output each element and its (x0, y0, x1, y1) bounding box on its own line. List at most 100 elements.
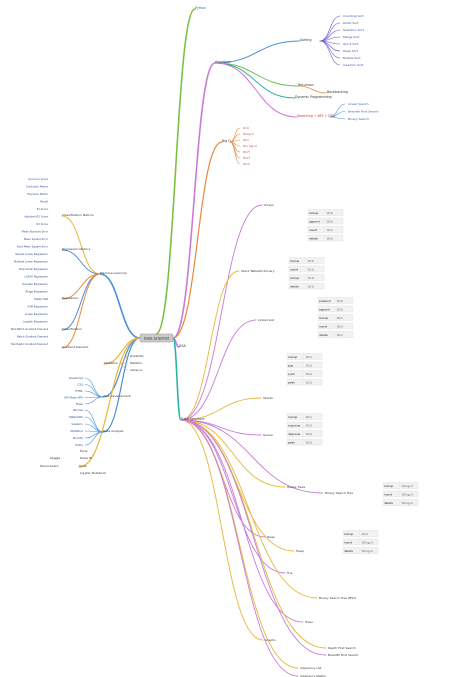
ml-node-5[interactable]: Gradient Descent (62, 345, 89, 349)
ds-node-7[interactable]: Heap (296, 549, 304, 553)
ds-node-5[interactable]: Heaps Trees (287, 485, 306, 489)
ml-node-2[interactable]: Machine Learning (100, 271, 127, 275)
node-6[interactable]: Searching + BFS + DFS (297, 114, 335, 118)
da-item[interactable]: Matplotlib (69, 415, 83, 419)
sort-item[interactable]: Quick Sort (343, 42, 359, 46)
ds-node-13[interactable]: Depth First Search (328, 646, 356, 650)
sort-item[interactable]: Insertion Sort (343, 63, 364, 67)
ds-node-12[interactable]: Trees (304, 620, 313, 624)
bigo-item[interactable]: O(1) (243, 126, 249, 130)
ml-node-6[interactable]: Statistics (104, 361, 118, 365)
ml-leaf[interactable]: Precision Metric (28, 192, 49, 196)
web-item[interactable]: CSS (77, 383, 83, 387)
ml-leaf[interactable]: SVM Regression (27, 305, 48, 309)
node-1[interactable]: Algorithm (215, 60, 231, 64)
ml-node-4[interactable]: Classification (62, 327, 82, 331)
ml-leaf[interactable]: Polynomial Regression (19, 267, 48, 271)
ds-node-11[interactable]: Binary Search Tree (BST) (319, 596, 356, 600)
ds-node-3[interactable]: Stacks (263, 396, 273, 400)
op-cost-cell (335, 331, 354, 338)
ml-node-1[interactable]: Regression Metrics (62, 247, 91, 251)
ml-leaf[interactable]: Linear Regression (25, 312, 48, 316)
web-item[interactable]: JavaScript (68, 376, 84, 380)
sort-item[interactable]: Selection Sort (343, 28, 365, 32)
sort-item[interactable]: Radix Sort (343, 21, 359, 25)
node-4[interactable]: Dynamic Programming (295, 95, 332, 99)
ml-node-10[interactable]: Jupyter Notebook (79, 471, 106, 475)
center-node[interactable]: Data Scientist (139, 333, 174, 343)
ml-leaf[interactable]: Adjusted R2 Score (24, 215, 48, 219)
search-item[interactable]: Breadth First Search (348, 110, 379, 114)
ds-node-14[interactable]: Breadth First Search (328, 653, 359, 657)
web-item[interactable]: Flask (76, 402, 84, 406)
bigo-item[interactable]: O(n log n) (243, 144, 257, 148)
ds-node-9[interactable]: Graphs (265, 638, 276, 642)
da-item[interactable]: NumPy (73, 436, 83, 440)
ml-leaf[interactable]: Simple Linear Regression (15, 252, 48, 256)
ml-leaf[interactable]: Recall (40, 200, 48, 204)
search-item[interactable]: Linear Search (348, 102, 369, 106)
ml-node-12[interactable]: Tensorboard (39, 464, 58, 468)
ml-leaf[interactable]: Multiple Linear Regression (14, 260, 49, 264)
bigo-item[interactable]: O(n²) (243, 150, 250, 154)
node-9[interactable]: Data Structure (181, 417, 204, 421)
bigo-item[interactable]: O(2ⁿ) (243, 156, 250, 160)
node-7[interactable]: Big O (222, 139, 231, 143)
web-item[interactable]: HTML (75, 389, 83, 393)
ml-node-8[interactable]: Data Analysis (103, 429, 124, 433)
ml-node-11[interactable]: Kaggle (50, 456, 60, 460)
da-item[interactable]: Plotly (75, 443, 83, 447)
ml-leaf[interactable]: L1/Lasso Regression (22, 282, 49, 286)
ds-node-1[interactable]: Stack Table/Dictionary (241, 269, 275, 273)
ds-node-2[interactable]: Linked List (258, 318, 275, 322)
ds-node-4[interactable]: Queue (263, 433, 273, 437)
ml-node-9[interactable]: Tools (78, 464, 87, 468)
tools-item[interactable]: Excel (80, 449, 88, 453)
sort-item[interactable]: Counting Sort (343, 14, 364, 18)
ml-leaf[interactable]: Confusion Matrix (26, 185, 48, 189)
sort-item[interactable]: Bubble Sort (343, 56, 361, 60)
ml-node-0[interactable]: Classification Metrics (62, 213, 94, 217)
bigo-item[interactable]: O(log n) (243, 132, 254, 136)
ml-leaf[interactable]: Accuracy Score (28, 177, 48, 181)
bigo-item[interactable]: O(n) (243, 138, 249, 142)
stat-item[interactable]: Statistics (130, 361, 143, 365)
web-item[interactable]: API (Rest API) (64, 396, 83, 400)
node-0[interactable]: Python (195, 6, 206, 10)
ml-leaf[interactable]: Batch Gradient Descent (17, 335, 48, 339)
search-item[interactable]: Binary Search (348, 117, 369, 121)
ml-leaf[interactable]: R2 Score (36, 222, 48, 226)
stat-item[interactable]: Probability (130, 354, 144, 358)
ml-leaf[interactable]: Elastic Net (34, 297, 48, 301)
ml-node-7[interactable]: Web Development (103, 394, 132, 398)
ds-node-15[interactable]: Adjacency List (300, 666, 322, 670)
ml-leaf[interactable]: Mean Square Error (24, 237, 49, 241)
ml-leaf[interactable]: Root Mean Square Error (17, 245, 49, 249)
branch-backtracking (297, 85, 328, 94)
ml-leaf[interactable]: Mini-Batch Gradient Descent (11, 327, 48, 331)
node-3[interactable]: Recursion (298, 83, 314, 87)
bigo-item[interactable]: O(n!) (243, 162, 250, 166)
ml-leaf[interactable]: Stochastic Gradient Descent (11, 342, 48, 346)
ds-node-0[interactable]: Arrays (264, 203, 274, 207)
da-item[interactable]: Pandas (73, 408, 84, 412)
ml-leaf[interactable]: Mean Absolute Error (22, 230, 49, 234)
ml-node-3[interactable]: Regression (62, 296, 79, 300)
ml-leaf[interactable]: Ridge Regression (26, 290, 49, 294)
node-5[interactable]: Backtracking (327, 90, 348, 94)
ds-node-10[interactable]: Binary Search Tree (325, 491, 353, 495)
da-item[interactable]: Seaborn (71, 422, 83, 426)
ml-leaf[interactable]: Logistic Regression (23, 320, 48, 324)
sort-item[interactable]: Heap Sort (343, 49, 359, 53)
sort-item[interactable]: Merge Sort (343, 35, 360, 39)
node-8[interactable]: DSA (179, 344, 187, 348)
ds-node-8[interactable]: Trie (286, 571, 292, 575)
node-2[interactable]: Sorting (300, 38, 311, 42)
stat-item[interactable]: Inference (130, 368, 143, 372)
ml-leaf[interactable]: LASSO Regression (24, 275, 48, 279)
ds-node-16[interactable]: Adjacency Matrix (300, 674, 326, 677)
da-item[interactable]: Statistics (70, 429, 83, 433)
tools-item[interactable]: Power BI (80, 456, 92, 460)
ml-leaf[interactable]: F1 Score (37, 207, 49, 211)
ds-node-6[interactable]: Trees (266, 535, 275, 539)
